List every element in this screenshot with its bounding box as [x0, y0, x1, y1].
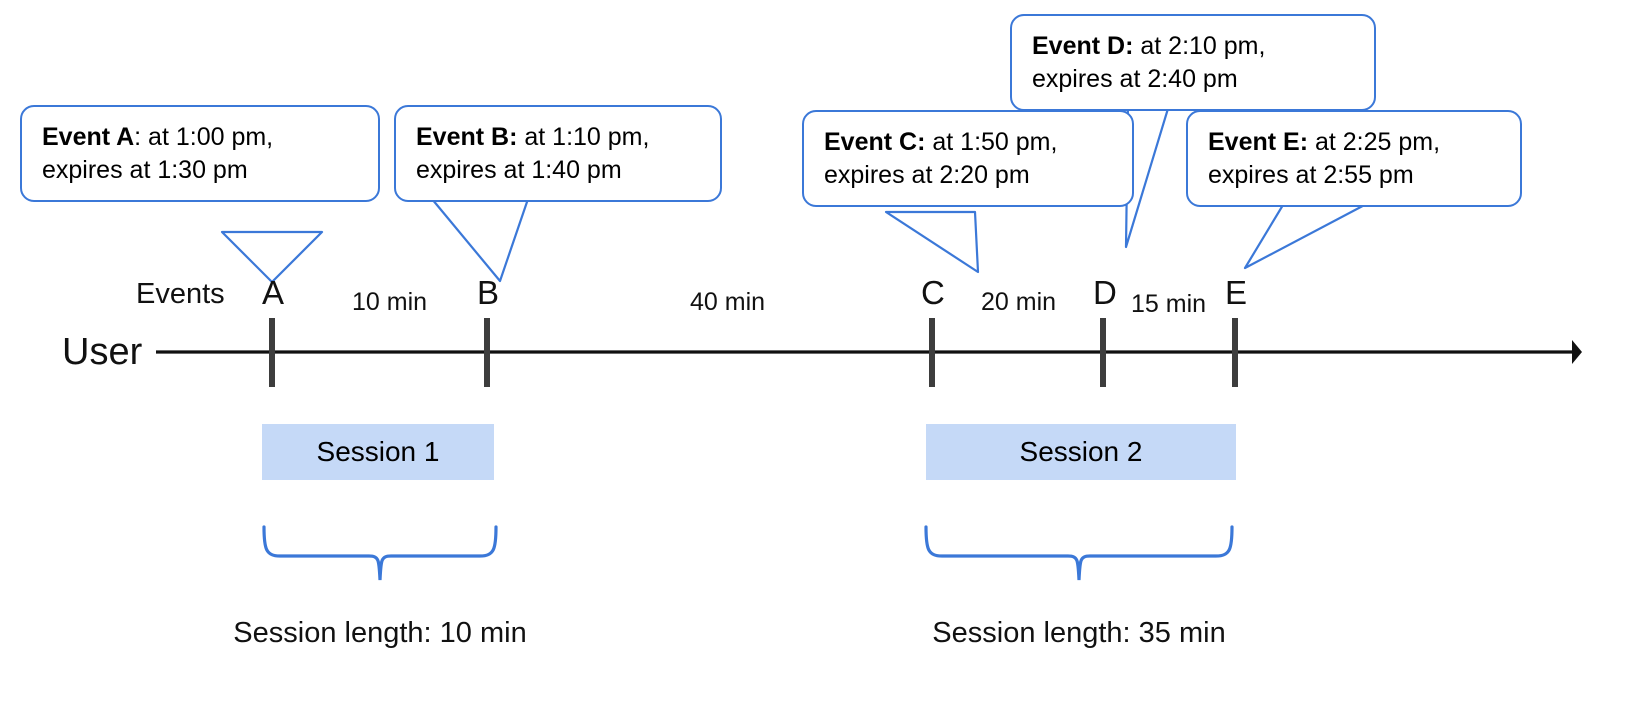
callout-a-line2: expires at 1:30 pm	[42, 155, 248, 184]
session-1-length-caption: Session length: 10 min	[233, 617, 527, 649]
tick-label-D: D	[1093, 274, 1117, 311]
callout-a-line1: : at 1:00 pm,	[134, 123, 274, 151]
callout-c-title: Event C:	[824, 128, 926, 156]
gap-label-b-c: 40 min	[690, 288, 766, 316]
brace-session-2	[924, 525, 1234, 581]
event-tick-marks	[269, 318, 1238, 387]
session-bar-2[interactable]: Session 2	[926, 424, 1236, 480]
callout-b-line2: expires at 1:40 pm	[416, 155, 622, 184]
pointer-A	[220, 230, 324, 284]
axis-series-label-events: Events	[136, 278, 225, 310]
gap-label-c-d: 20 min	[981, 288, 1057, 316]
timeline-axis	[156, 340, 1582, 364]
gap-label-d-e: 15 min	[1131, 290, 1207, 318]
callout-event-d[interactable]: Event D: at 2:10 pm, expires at 2:40 pm	[1010, 14, 1376, 111]
callout-c-line2: expires at 2:20 pm	[824, 160, 1030, 189]
callout-e-line1: at 2:25 pm,	[1308, 128, 1441, 156]
callout-event-a[interactable]: Event A: at 1:00 pm, expires at 1:30 pm	[20, 105, 380, 202]
brace-session-1	[262, 525, 498, 581]
pointer-B	[430, 197, 530, 283]
session-bar-2-label: Session 2	[1019, 436, 1143, 467]
session-bar-1-label: Session 1	[316, 436, 440, 467]
callout-d-line1: at 2:10 pm,	[1133, 32, 1266, 60]
session-bar-1[interactable]: Session 1	[262, 424, 494, 480]
callout-c-line1: at 1:50 pm,	[925, 128, 1058, 156]
callout-d-line2: expires at 2:40 pm	[1032, 64, 1238, 93]
callout-e-line2: expires at 2:55 pm	[1208, 160, 1414, 189]
callout-event-e[interactable]: Event E: at 2:25 pm, expires at 2:55 pm	[1186, 110, 1522, 207]
axis-row-label-user: User	[62, 331, 143, 373]
tick-label-E: E	[1225, 274, 1248, 311]
callout-e-title: Event E:	[1208, 128, 1309, 156]
callout-d-title: Event D:	[1032, 32, 1134, 60]
session-braces	[262, 525, 1234, 581]
pointer-C	[884, 210, 980, 274]
session-2-length-caption: Session length: 35 min	[932, 617, 1226, 649]
callout-b-line1: at 1:10 pm,	[517, 123, 650, 151]
tick-label-B: B	[477, 274, 500, 311]
tick-label-A: A	[262, 274, 285, 311]
callout-a-title: Event A	[42, 123, 135, 151]
tick-label-C: C	[921, 274, 945, 311]
axis-arrowhead	[1572, 340, 1582, 364]
callout-b-title: Event B:	[416, 123, 518, 151]
callout-event-c[interactable]: Event C: at 1:50 pm, expires at 2:20 pm	[802, 110, 1134, 207]
gap-label-a-b: 10 min	[352, 288, 428, 316]
callout-event-b[interactable]: Event B: at 1:10 pm, expires at 1:40 pm	[394, 105, 722, 202]
pointer-E	[1243, 198, 1376, 270]
